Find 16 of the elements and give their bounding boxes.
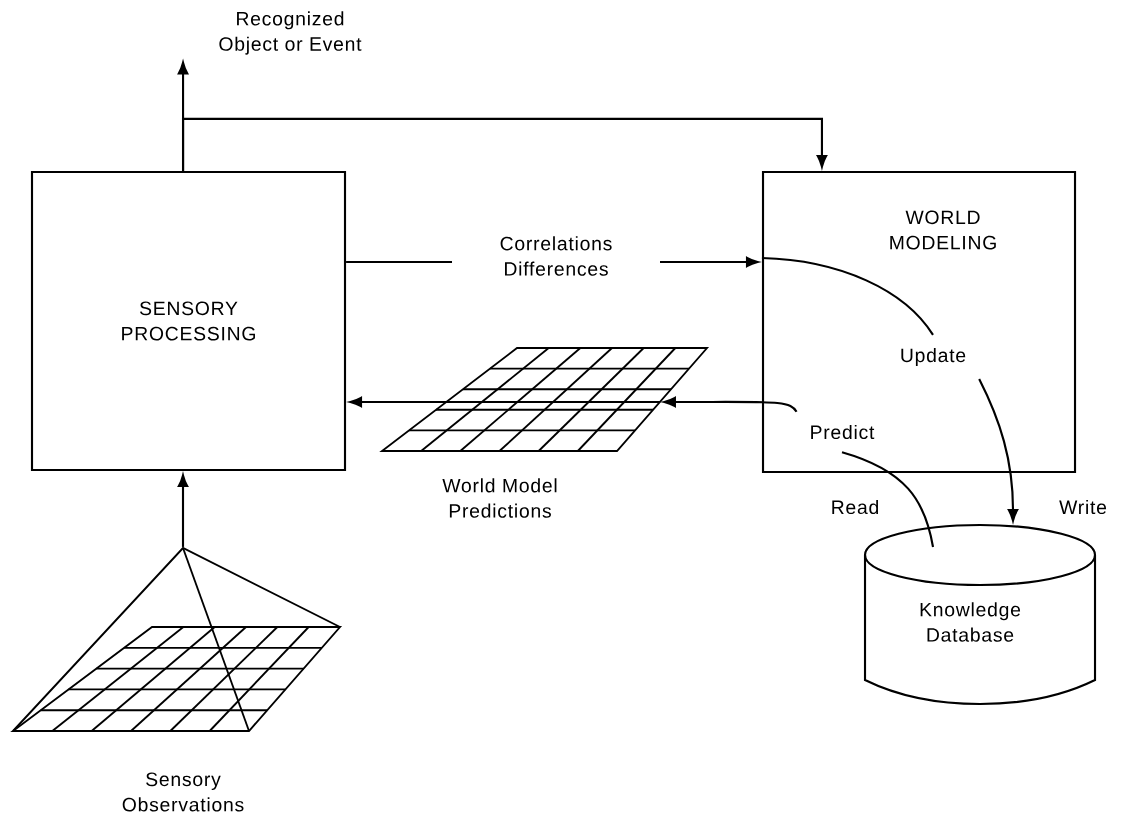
edge-label: Write: [1059, 499, 1107, 515]
arrow: [349, 396, 660, 408]
arrow: [663, 396, 798, 413]
node-label: Sensory Observations: [122, 772, 244, 812]
step-label: Predict: [811, 424, 875, 440]
step-label: Update: [901, 348, 966, 366]
node-label: World Model Predictions: [442, 478, 557, 518]
database-cylinder: Knowledge Database: [863, 523, 1097, 705]
edge-label: Correlations Differences: [452, 232, 660, 280]
arrow: [978, 378, 1019, 522]
output-label: Recognized Object or Event: [219, 11, 362, 55]
process-box: SENSORY PROCESSING: [30, 170, 347, 472]
node-label: Knowledge Database: [920, 602, 1021, 642]
arrow: [181, 117, 828, 171]
arrow: [177, 474, 189, 547]
edge-label: Read: [832, 499, 878, 515]
